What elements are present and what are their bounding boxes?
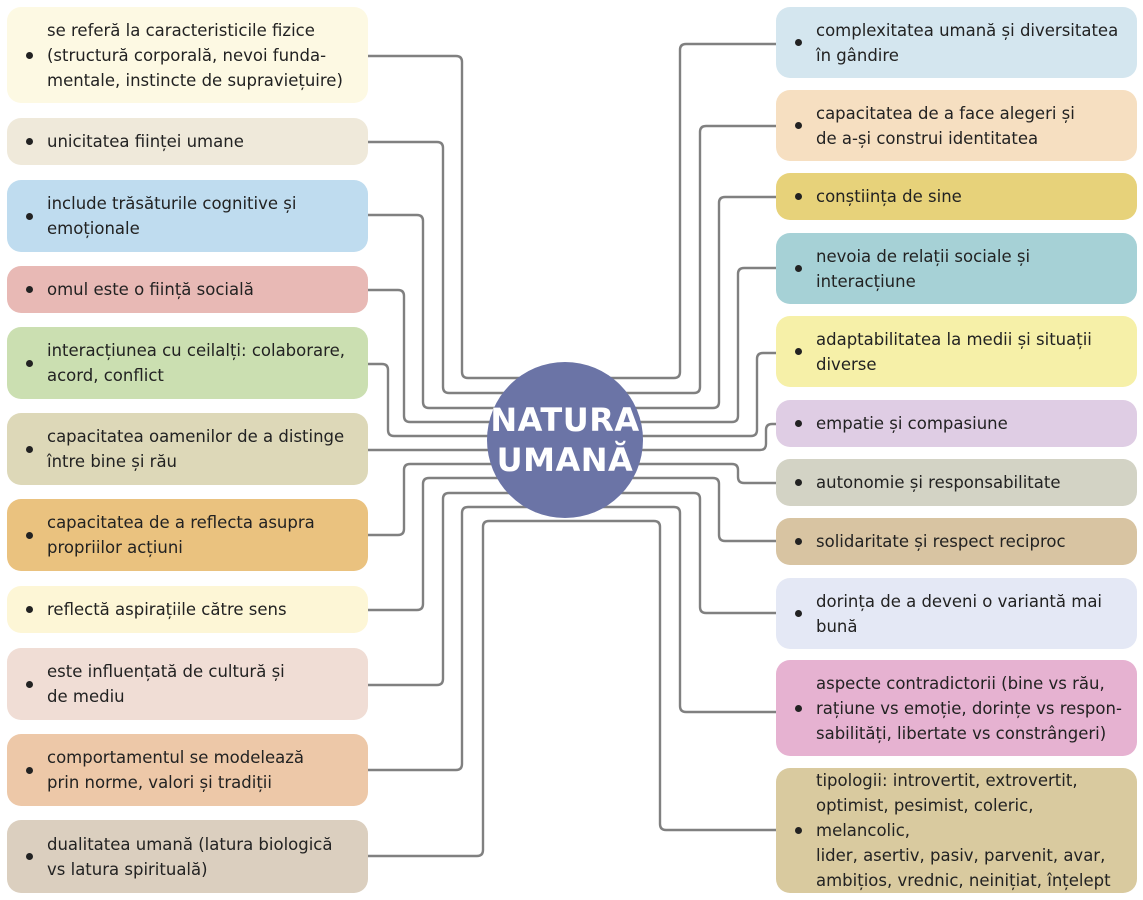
bullet-icon <box>26 51 33 59</box>
bullet-icon <box>795 39 802 46</box>
bullet-icon <box>795 610 802 617</box>
bullet-icon <box>26 212 33 220</box>
item-text: nevoia de relații sociale și interacțiun… <box>816 246 1031 291</box>
bullet-icon <box>795 265 802 272</box>
bullet-icon <box>795 122 802 129</box>
left-item: unicitatea ființei umane <box>7 118 368 165</box>
bullet-icon <box>795 538 802 545</box>
bullet-icon <box>26 359 33 367</box>
connector-right-0 <box>565 42 776 380</box>
connector-left-3 <box>368 288 565 424</box>
left-item: include trăsăturile cognitive și emoțion… <box>7 180 368 252</box>
item-text: autonomie și responsabilitate <box>816 473 1061 492</box>
left-item: dualitatea umană (latura biologică vs la… <box>7 820 368 893</box>
bullet-icon <box>795 479 802 486</box>
item-text: omul este o ființă socială <box>47 280 254 299</box>
right-item: nevoia de relații sociale și interacțiun… <box>776 233 1137 304</box>
item-text: include trăsăturile cognitive și emoțion… <box>47 194 297 238</box>
bullet-icon <box>795 348 802 355</box>
connector-left-0 <box>368 54 565 380</box>
bullet-icon <box>795 193 802 200</box>
item-text: interacțiunea cu ceilalți: colaborare, a… <box>47 341 345 385</box>
item-text: empatie și compasiune <box>816 414 1008 433</box>
item-text: reflectă aspirațiile către sens <box>47 600 287 619</box>
right-item: tipologii: introvertit, extrovertit, opt… <box>776 768 1137 893</box>
connector-right-9 <box>565 505 776 714</box>
item-text: comportamentul se modelează prin norme, … <box>47 748 305 792</box>
bullet-icon <box>26 531 33 539</box>
connector-right-5 <box>565 422 776 452</box>
item-text: dorința de a deveni o variantă mai bună <box>816 591 1103 636</box>
connector-right-2 <box>565 195 776 410</box>
bullet-icon <box>26 680 33 688</box>
connector-right-1 <box>565 124 776 395</box>
right-item: capacitatea de a face alegeri și de a-și… <box>776 90 1137 161</box>
left-item: capacitatea oamenilor de a distinge într… <box>7 413 368 485</box>
left-item: reflectă aspirațiile către sens <box>7 586 368 633</box>
right-item: conștiința de sine <box>776 173 1137 220</box>
bullet-icon <box>795 827 802 834</box>
bullet-icon <box>26 606 33 613</box>
connector-left-10 <box>368 519 565 858</box>
item-text: capacitatea oamenilor de a distinge într… <box>47 427 345 471</box>
right-item: complexitatea umană și diversitatea în g… <box>776 7 1137 78</box>
connector-right-3 <box>565 266 776 424</box>
bullet-icon <box>26 445 33 453</box>
connector-left-2 <box>368 213 565 410</box>
item-text: se referă la caracteristicile fizice (st… <box>47 20 343 90</box>
left-item: capacitatea de a reflecta asupra proprii… <box>7 499 368 571</box>
bullet-icon <box>795 704 802 712</box>
left-item: interacțiunea cu ceilalți: colaborare, a… <box>7 327 368 399</box>
connector-left-6 <box>368 462 565 537</box>
item-text: dualitatea umană (latura biologică vs la… <box>47 834 333 879</box>
bullet-icon <box>26 853 33 860</box>
bullet-icon <box>26 138 33 145</box>
connector-left-4 <box>368 362 565 438</box>
right-item: autonomie și responsabilitate <box>776 459 1137 506</box>
item-text: conștiința de sine <box>816 187 962 206</box>
connector-right-4 <box>565 351 776 438</box>
left-item: comportamentul se modelează prin norme, … <box>7 734 368 806</box>
connector-right-8 <box>565 491 776 615</box>
left-item: se referă la caracteristicile fizice (st… <box>7 7 368 103</box>
item-text: solidaritate și respect reciproc <box>816 532 1066 551</box>
connector-right-6 <box>565 462 776 485</box>
item-text: complexitatea umană și diversitatea în g… <box>816 20 1119 65</box>
item-text: este influențată de cultură și de mediu <box>47 662 285 706</box>
bullet-icon <box>26 286 33 293</box>
connector-right-10 <box>565 519 776 832</box>
item-text: aspecte contradictorii (bine vs rău, raț… <box>816 673 1122 743</box>
right-item: solidaritate și respect reciproc <box>776 518 1137 565</box>
bullet-icon <box>795 420 802 427</box>
item-text: capacitatea de a face alegeri și de a-și… <box>816 103 1075 148</box>
connector-left-7 <box>368 476 565 612</box>
left-item: omul este o ființă socială <box>7 266 368 313</box>
left-item: este influențată de cultură și de mediu <box>7 648 368 720</box>
central-topic: NATURA UMANĂ <box>487 362 643 518</box>
connector-right-7 <box>565 476 776 543</box>
item-text: unicitatea ființei umane <box>47 132 244 151</box>
bullet-icon <box>26 766 33 774</box>
right-item: adaptabilitatea la medii și situații div… <box>776 316 1137 387</box>
item-text: tipologii: introvertit, extrovertit, opt… <box>816 771 1111 890</box>
connector-left-8 <box>368 491 565 687</box>
item-text: capacitatea de a reflecta asupra proprii… <box>47 513 315 557</box>
connector-left-9 <box>368 505 565 772</box>
right-item: dorința de a deveni o variantă mai bună <box>776 578 1137 649</box>
item-text: adaptabilitatea la medii și situații div… <box>816 329 1092 374</box>
right-item: aspecte contradictorii (bine vs rău, raț… <box>776 660 1137 756</box>
connector-left-1 <box>368 140 565 395</box>
right-item: empatie și compasiune <box>776 400 1137 447</box>
